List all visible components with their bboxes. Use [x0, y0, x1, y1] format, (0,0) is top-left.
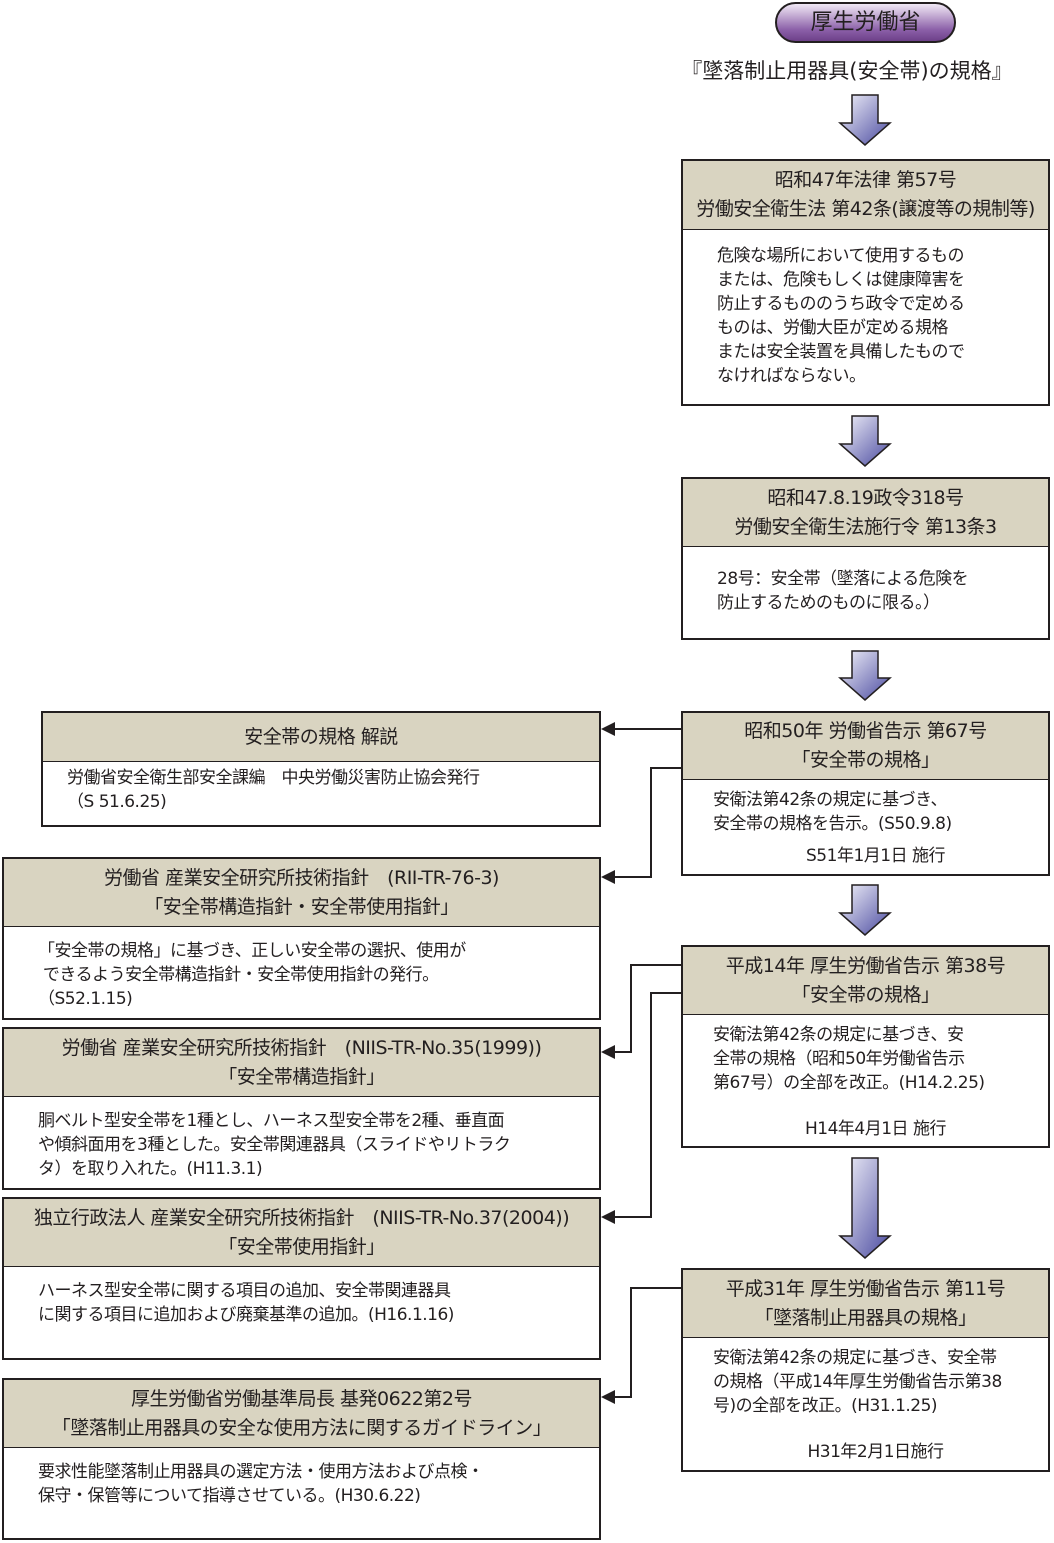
effective-date: H14年4月1日 施行	[805, 1119, 946, 1139]
header-line: 安全帯の規格 解説	[244, 725, 398, 748]
body-line: 防止するもののうち政令で定める	[717, 294, 965, 314]
box-header: 労働省 産業安全研究所技術指針 (RII-TR-76-3) 「安全帯構造指針・安全…	[4, 859, 599, 927]
box-body: 労働省安全衛生部安全課編 中央労働災害防止協会発行 （S 51.6.25)	[43, 762, 599, 814]
doc-box: 安全帯の規格 解説労働省安全衛生部安全課編 中央労働災害防止協会発行 （S 51.…	[41, 711, 601, 827]
header-line: 「墜落制止用器具の安全な使用方法に関するガイドライン」	[51, 1416, 552, 1439]
header-line: 独立行政法人 産業安全研究所技術指針 (NIIS-TR-No.37(2004))	[33, 1206, 570, 1229]
body-line: または、危険もしくは健康障害を	[717, 270, 965, 290]
body-line: の規格（平成14年厚生労働省告示第38	[713, 1372, 1002, 1392]
law-box: 平成14年 厚生労働省告示 第38号「安全帯の規格」安衛法第42条の規定に基づき…	[681, 945, 1050, 1148]
body-line: できるよう安全帯構造指針・安全帯使用指針の発行。	[38, 965, 439, 985]
box-header: 昭和50年 労働省告示 第67号「安全帯の規格」	[683, 713, 1048, 780]
law-box: 昭和47年法律 第57号労働安全衛生法 第42条(譲渡等の規制等)危険な場所にお…	[681, 159, 1050, 406]
box-body: 危険な場所において使用するものまたは、危険もしくは健康障害を防止するもののうち政…	[683, 230, 1048, 388]
arrowhead-icon	[601, 1045, 615, 1059]
body-line: ものは、労働大臣が定める規格	[717, 318, 949, 338]
box-body: 「安全帯の規格」に基づき、正しい安全帯の選択、使用が できるよう安全帯構造指針・…	[4, 927, 599, 1011]
header-line: 昭和47年法律 第57号	[774, 169, 957, 191]
box-header: 昭和47年法律 第57号労働安全衛生法 第42条(譲渡等の規制等)	[683, 161, 1048, 230]
body-line: 保守・保管等について指導させている。(H30.6.22)	[38, 1486, 421, 1506]
effective-date: H31年2月1日施行	[807, 1442, 944, 1462]
body-line: 安全帯の規格を告示。(S50.9.8)	[713, 814, 952, 834]
box-header: 平成14年 厚生労働省告示 第38号「安全帯の規格」	[683, 947, 1048, 1015]
body-line: や傾斜面用を3種とした。安全帯関連器具（スライドやリトラク	[38, 1135, 511, 1155]
body-line: 胴ベルト型安全帯を1種とし、ハーネス型安全帯を2種、垂直面	[38, 1111, 505, 1131]
header-line: 労働省 産業安全研究所技術指針 (NIIS-TR-No.35(1999))	[61, 1036, 542, 1059]
header-line: 昭和47.8.19政令318号	[767, 486, 964, 509]
body-line: 第67号）の全部を改正。(H14.2.25)	[713, 1073, 985, 1093]
body-line: 安衛法第42条の規定に基づき、安全帯	[713, 1348, 997, 1368]
box-body: 28号：安全帯（墜落による危険を防止するためのものに限る。）	[683, 547, 1048, 615]
header-line: 平成14年 厚生労働省告示 第38号	[725, 954, 1006, 977]
header-line: 「墜落制止用器具の規格」	[754, 1306, 977, 1329]
connector-line	[612, 767, 681, 878]
box-header: 昭和47.8.19政令318号労働安全衛生法施行令 第13条3	[683, 479, 1048, 547]
header-line: 厚生労働省労働基準局長 基発0622第2号	[131, 1387, 472, 1410]
box-header: 労働省 産業安全研究所技術指針 (NIIS-TR-No.35(1999)) 「安全…	[4, 1029, 599, 1097]
doc-box: 独立行政法人 産業安全研究所技術指針 (NIIS-TR-No.37(2004))…	[2, 1197, 601, 1360]
body-line: または安全装置を具備したもので	[717, 342, 965, 362]
down-arrow-icon	[838, 1157, 892, 1259]
box-body: 胴ベルト型安全帯を1種とし、ハーネス型安全帯を2種、垂直面や傾斜面用を3種とした…	[4, 1097, 599, 1181]
ministry-pill: 厚生労働省	[775, 2, 956, 43]
down-arrow-icon	[838, 884, 892, 936]
header-line: 労働安全衛生法施行令 第13条3	[734, 515, 997, 538]
doc-box: 厚生労働省労働基準局長 基発0622第2号「墜落制止用器具の安全な使用方法に関す…	[2, 1378, 601, 1540]
body-line: 「安全帯の規格」に基づき、正しい安全帯の選択、使用が	[38, 941, 466, 961]
body-line: 防止するためのものに限る。）	[717, 593, 940, 613]
box-header: 安全帯の規格 解説	[43, 713, 599, 762]
header-line: 「安全帯構造指針」	[218, 1065, 385, 1088]
law-box: 平成31年 厚生労働省告示 第11号「墜落制止用器具の規格」安衛法第42条の規定…	[681, 1268, 1050, 1472]
body-line: なければならない。	[717, 366, 866, 386]
box-header: 独立行政法人 産業安全研究所技術指針 (NIIS-TR-No.37(2004))…	[4, 1199, 599, 1267]
body-line: 安衛法第42条の規定に基づき、安	[713, 1025, 964, 1045]
arrowhead-icon	[601, 722, 615, 736]
body-line: 28号：安全帯（墜落による危険を	[717, 569, 969, 589]
header-line: 労働安全衛生法 第42条(譲渡等の規制等)	[696, 198, 1035, 220]
header-line: 労働省 産業安全研究所技術指針 (RII-TR-76-3)	[104, 866, 499, 889]
body-line: 労働省安全衛生部安全課編 中央労働災害防止協会発行	[67, 768, 480, 788]
box-body: 安衛法第42条の規定に基づき、安全帯の規格（平成14年厚生労働省告示第38 号)の…	[683, 1338, 1048, 1464]
box-body: ハーネス型安全帯に関する項目の追加、安全帯関連器具に関する項目に追加および廃棄基…	[4, 1267, 599, 1327]
body-line: （S52.1.15)	[38, 989, 133, 1009]
body-line: 危険な場所において使用するもの	[717, 246, 965, 266]
connector-line	[612, 964, 681, 1053]
connector-line	[612, 1287, 681, 1398]
body-line: 全帯の規格（昭和50年労働省告示	[713, 1049, 965, 1069]
body-line: ハーネス型安全帯に関する項目の追加、安全帯関連器具	[38, 1281, 451, 1301]
body-line: 安衛法第42条の規定に基づき、	[713, 790, 947, 810]
box-header: 厚生労働省労働基準局長 基発0622第2号「墜落制止用器具の安全な使用方法に関す…	[4, 1380, 599, 1448]
body-line: 要求性能墜落制止用器具の選定方法・使用方法および点検・	[38, 1462, 484, 1482]
arrowhead-icon	[601, 1210, 615, 1224]
box-header: 平成31年 厚生労働省告示 第11号「墜落制止用器具の規格」	[683, 1270, 1048, 1338]
connector-line	[612, 992, 681, 1218]
standard-title: 『墜落制止用器具(安全帯)の規格』	[681, 59, 1013, 83]
header-line: 昭和50年 労働省告示 第67号	[744, 720, 987, 742]
header-line: 「安全帯構造指針・安全帯使用指針」	[144, 895, 459, 918]
header-line: 平成31年 厚生労働省告示 第11号	[725, 1277, 1006, 1300]
box-body: 安衛法第42条の規定に基づき、安全帯の規格（昭和50年労働省告示第67号）の全部…	[683, 1015, 1048, 1141]
box-body: 安衛法第42条の規定に基づき、安全帯の規格を告示。(S50.9.8) S51年1月…	[683, 780, 1048, 868]
arrowhead-icon	[601, 1390, 615, 1404]
effective-date: S51年1月1日 施行	[806, 846, 945, 866]
box-body: 要求性能墜落制止用器具の選定方法・使用方法および点検・保守・保管等について指導さ…	[4, 1448, 599, 1508]
down-arrow-icon	[838, 94, 892, 146]
down-arrow-icon	[838, 650, 892, 701]
body-line: 号)の全部を改正。(H31.1.25)	[713, 1396, 938, 1416]
down-arrow-icon	[838, 415, 892, 467]
doc-box: 労働省 産業安全研究所技術指針 (RII-TR-76-3) 「安全帯構造指針・安全…	[2, 857, 601, 1020]
body-line: に関する項目に追加および廃棄基準の追加。(H16.1.16)	[38, 1305, 454, 1325]
doc-box: 労働省 産業安全研究所技術指針 (NIIS-TR-No.35(1999)) 「安全…	[2, 1027, 601, 1190]
body-line: タ）を取り入れた。(H11.3.1)	[38, 1159, 263, 1179]
header-line: 「安全帯使用指針」	[218, 1235, 385, 1258]
law-box: 昭和50年 労働省告示 第67号「安全帯の規格」安衛法第42条の規定に基づき、安…	[681, 711, 1050, 876]
header-line: 「安全帯の規格」	[791, 983, 940, 1006]
body-line: （S 51.6.25)	[67, 792, 167, 812]
header-line: 「安全帯の規格」	[791, 749, 940, 771]
arrowhead-icon	[601, 870, 615, 884]
